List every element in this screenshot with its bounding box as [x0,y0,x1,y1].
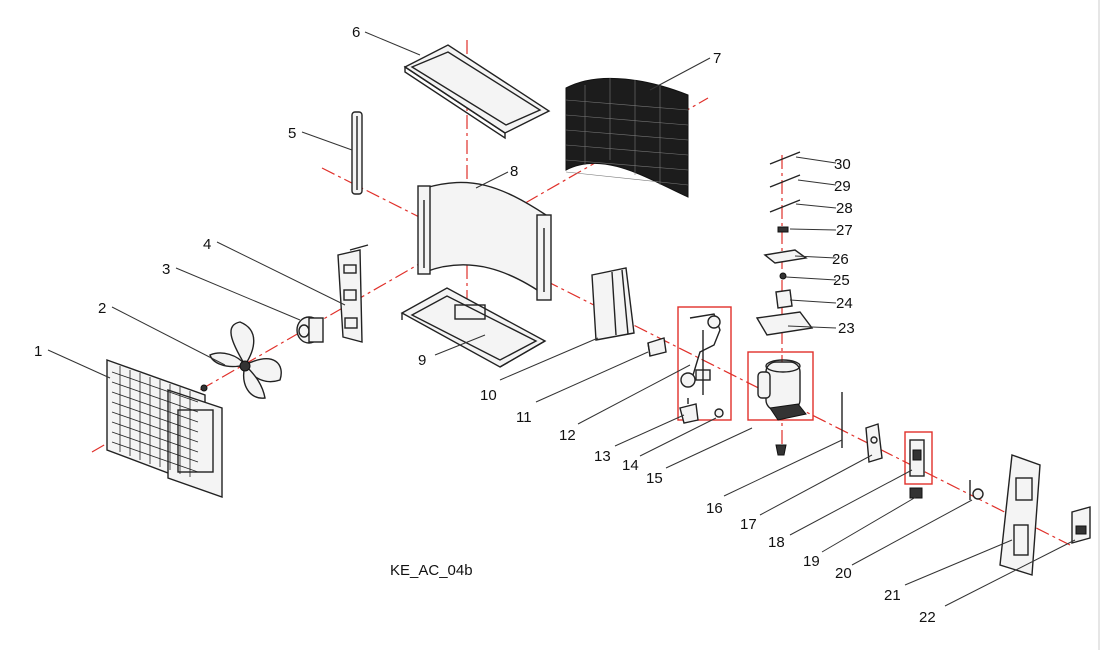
part-label-22: 22 [919,609,936,626]
part-motor-bracket [337,244,369,343]
part-pin-30 [769,151,801,165]
part-label-14: 14 [622,457,639,474]
part-label-17: 17 [740,516,757,533]
part-label-28: 28 [836,200,853,217]
part-label-11: 11 [516,409,532,426]
valve-group-frame [677,306,732,421]
part-label-15: 15 [646,470,663,487]
part-label-3: 3 [162,261,170,278]
part-label-8: 8 [510,163,518,180]
part-cover-plate [1071,506,1091,544]
part-fan-blade [200,321,282,399]
part-side-panel [591,267,635,341]
part-label-13: 13 [594,448,611,465]
diagram-caption: KE_AC_04b [390,562,473,579]
right-edge-divider [1098,0,1100,650]
part-grommet [779,272,787,280]
part-label-25: 25 [833,272,850,289]
part-compressor [757,359,807,456]
part-label-7: 7 [713,50,721,67]
part-label-27: 27 [836,222,853,239]
part-terminal-plate [865,423,883,463]
part-control-module [909,439,925,477]
part-label-1: 1 [34,343,42,360]
part-base-pan [400,287,547,368]
part-service-valve [679,398,699,424]
part-capacitor-box [647,337,667,357]
part-label-21: 21 [884,587,901,604]
part-nut [714,408,724,418]
part-label-16: 16 [706,500,723,517]
part-small-screw [777,226,789,233]
part-label-6: 6 [352,24,360,41]
part-label-9: 9 [418,352,426,369]
part-right-panel [999,454,1041,576]
part-label-12: 12 [559,427,576,444]
part-connector [909,487,923,499]
part-heat-exchanger [417,181,552,301]
part-pin-28 [769,199,801,213]
part-side-post [351,111,363,195]
part-label-29: 29 [834,178,851,195]
leader-lines [47,31,1076,607]
part-top-cover [403,44,551,140]
part-mount-base [755,311,814,336]
part-label-23: 23 [838,320,855,337]
part-label-19: 19 [803,553,820,570]
part-bracket-plate [763,249,808,264]
part-label-18: 18 [768,534,785,551]
part-label-10: 10 [480,387,497,404]
part-pin-29 [769,174,801,188]
part-clip [775,289,793,309]
part-label-5: 5 [288,125,296,142]
cross-diagonal-axis [321,167,1071,546]
part-label-30: 30 [834,156,851,173]
small-part-group-frame [904,431,933,485]
part-number-labels: 1 2 3 4 5 6 7 8 9 10 11 12 13 14 15 16 1… [34,24,936,626]
part-label-20: 20 [835,565,852,582]
part-label-4: 4 [203,236,211,253]
part-valve-stem [969,480,984,500]
part-front-grille [106,359,223,498]
part-fan-motor [296,316,324,344]
part-label-2: 2 [98,300,106,317]
part-condenser-mesh [565,77,689,198]
part-valve-assembly [680,313,721,395]
part-label-24: 24 [836,295,853,312]
compressor-group-frame [747,351,814,421]
part-label-26: 26 [832,251,849,268]
